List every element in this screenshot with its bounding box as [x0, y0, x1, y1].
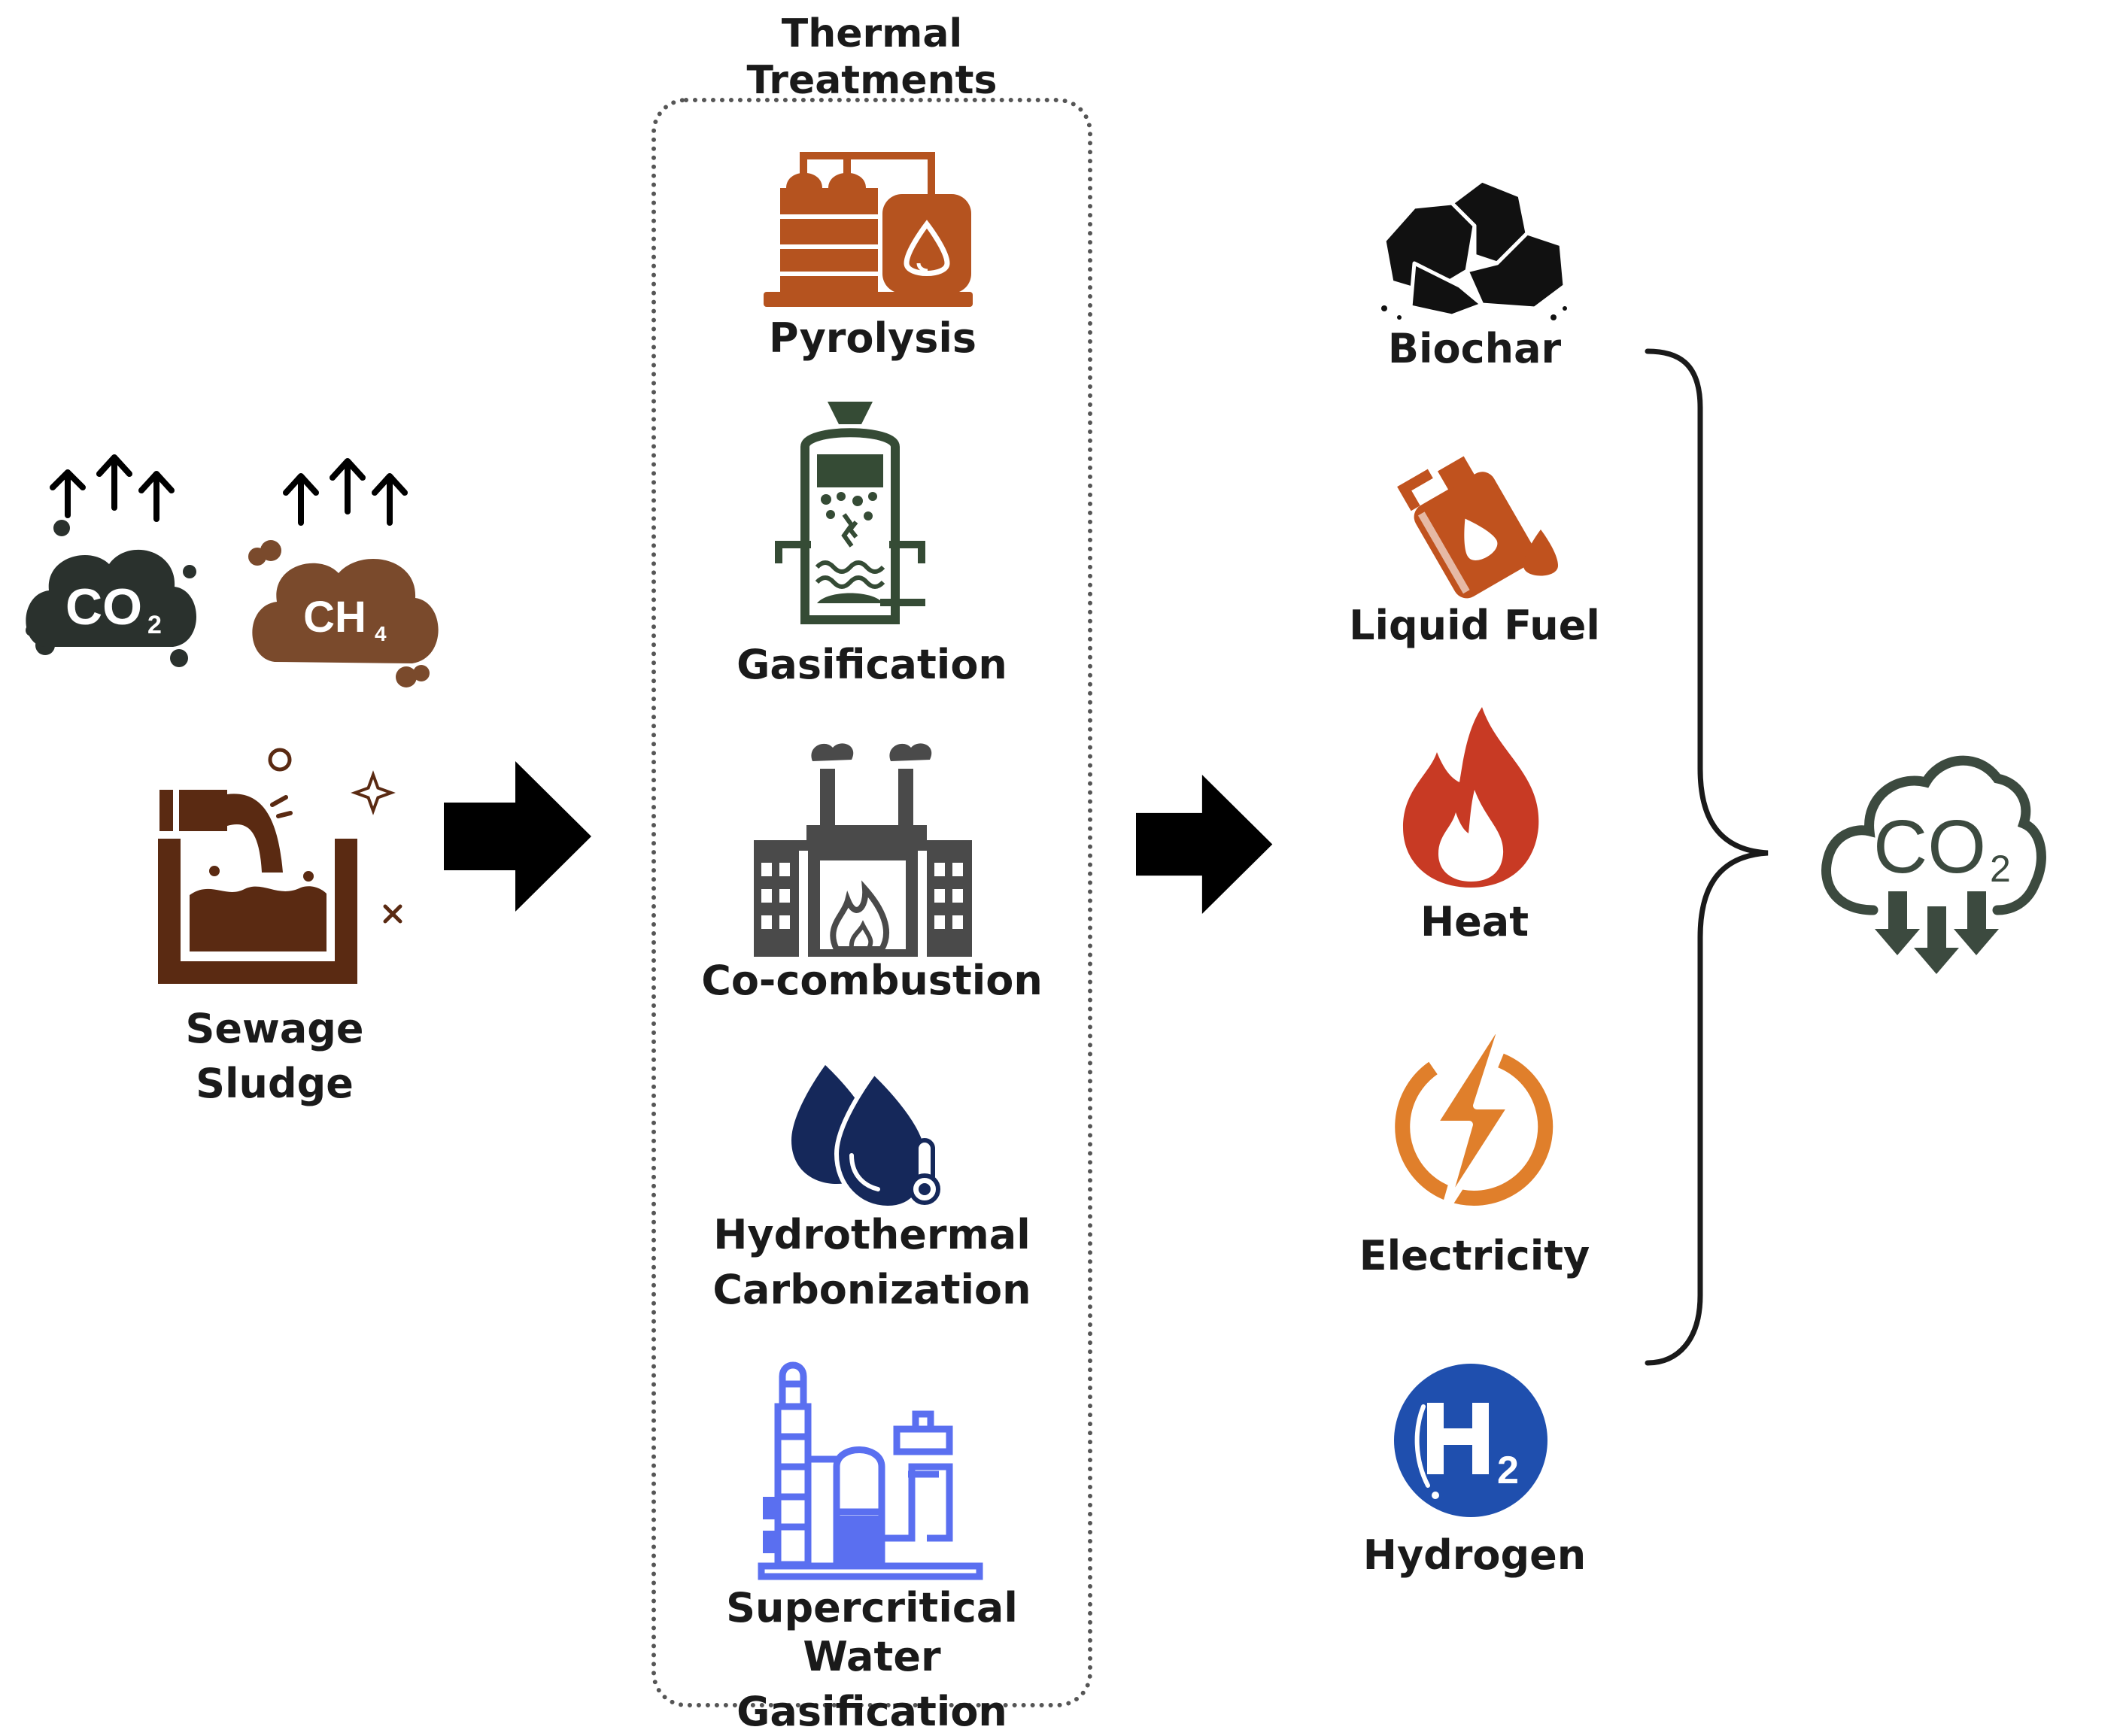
co2-reduction-icon: CO 2: [1821, 755, 2046, 974]
electricity-label: Electricity: [1359, 1232, 1590, 1279]
arrow-to-treatments: [444, 761, 591, 912]
arrow-to-products: [1136, 775, 1273, 914]
heat-label: Heat: [1420, 898, 1529, 945]
svg-text:2: 2: [1497, 1449, 1519, 1492]
scwg-label-line1: Supercritical Water: [726, 1584, 1018, 1680]
svg-text:4: 4: [375, 622, 387, 645]
htc-label-line2: Carbonization: [712, 1265, 1031, 1313]
pyrolysis-icon: [764, 152, 973, 307]
hydrothermal-carbonization-icon: [791, 1065, 940, 1211]
hydrothermal-carbonization-label: Hydrothermal Carbonization: [651, 1211, 1092, 1315]
svg-text:CH: CH: [303, 593, 366, 642]
svg-text:2: 2: [1990, 848, 2011, 890]
electricity-icon: [1395, 1027, 1554, 1215]
svg-text:CO: CO: [1873, 805, 1986, 889]
products-brace: [1645, 348, 1769, 1366]
gasification-label: Gasification: [737, 641, 1007, 688]
pyrolysis-label: Pyrolysis: [768, 314, 976, 362]
scwg-label-line2: Gasification: [737, 1687, 1007, 1735]
liquid-fuel-label: Liquid Fuel: [1349, 602, 1600, 649]
heat-icon: [1403, 707, 1539, 888]
co-combustion-icon: [754, 743, 972, 957]
co-combustion-label: Co-combustion: [701, 957, 1043, 1004]
box-title: Thermal Treatments: [746, 11, 998, 104]
treatments-container: [651, 98, 1092, 1707]
gasification-icon: [775, 402, 925, 624]
supercritical-water-gasification-icon: [758, 1361, 983, 1580]
biochar-icon: [1381, 178, 1567, 320]
svg-text:2: 2: [147, 611, 162, 639]
sewage-sludge-icon: [158, 748, 402, 984]
co2-emission-text: CO: [65, 578, 142, 636]
supercritical-water-gasification-label: Supercritical Water Gasification: [651, 1584, 1092, 1736]
co2-emission-icon: CO 2: [26, 454, 197, 667]
liquid-fuel-icon: [1397, 456, 1558, 599]
sewage-sludge-label: Sewage Sludge: [158, 1005, 391, 1109]
biochar-label: Biochar: [1387, 325, 1562, 372]
ch4-emission-icon: CH 4: [248, 458, 439, 687]
sewage-sludge-label-line1: Sewage: [185, 1005, 364, 1052]
sewage-sludge-label-line2: Sludge: [196, 1059, 354, 1107]
hydrogen-icon: 2: [1394, 1364, 1547, 1517]
htc-label-line1: Hydrothermal: [713, 1211, 1031, 1258]
hydrogen-label: Hydrogen: [1362, 1531, 1587, 1579]
